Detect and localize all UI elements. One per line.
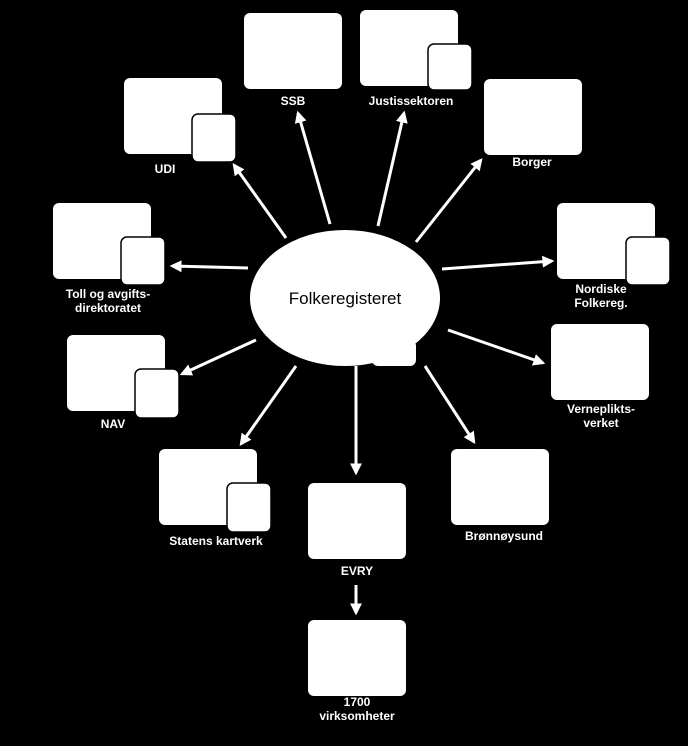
center-database-icon [372,340,416,366]
node-udi-label: UDI [155,162,176,176]
center-node: Folkeregisteret [250,230,440,366]
node-justissektoren-database-icon [427,43,473,91]
node-nav-database-icon [134,368,180,419]
node-nordiske-label-line1: Nordiske [575,282,627,296]
node-evry: EVRY [308,483,406,578]
arrow-to-nav [179,338,257,376]
node-verneplikt-label-line1: Verneplikts- [567,402,635,416]
node-nordiske: Nordiske Folkereg. [557,203,671,310]
node-toll: Toll og avgifts- direktoratet [53,203,166,315]
node-verneplikt-label-line2: verket [583,416,618,430]
node-bronnoysund-label: Brønnøysund [465,529,543,543]
node-verneplikt-box [551,324,649,400]
node-ssb: SSB [244,13,342,108]
arrows [169,110,555,616]
node-virksomheter-label-line1: 1700 [344,695,371,709]
node-toll-label-line2: direktoratet [75,301,141,315]
arrow-to-justissektoren [376,110,408,227]
node-toll-database-icon [120,236,166,286]
node-ssb-box [244,13,342,89]
node-udi-database-icon [191,113,237,163]
arrow-to-toll [169,260,249,273]
node-borger: Borger [484,79,582,169]
node-kartverk-label: Statens kartverk [169,534,263,548]
node-kartverk: Statens kartverk [159,449,272,548]
node-nav: NAV [67,335,180,431]
node-justissektoren: Justissektoren [360,10,473,108]
center-label: Folkeregisteret [289,289,402,308]
node-verneplikt: Verneplikts- verket [551,324,649,430]
node-evry-box [308,483,406,559]
arrow-to-bronnoysund [423,365,476,445]
arrow-to-nordiske [441,255,555,271]
node-justissektoren-label: Justissektoren [369,94,454,108]
node-virksomheter-label-line2: virksomheter [319,709,395,723]
node-udi: UDI [124,78,237,176]
node-nordiske-database-icon [625,236,671,286]
arrow-to-verneplikt [447,328,546,366]
node-borger-box [484,79,582,155]
center-ellipse [250,230,440,366]
node-nav-label: NAV [101,417,125,431]
node-ssb-label: SSB [281,94,306,108]
arrow-to-kartverk [239,365,298,446]
node-bronnoysund: Brønnøysund [451,449,549,543]
arrow-to-udi [232,163,288,239]
node-virksomheter: 1700 virksomheter [308,620,406,723]
node-virksomheter-box [308,620,406,696]
node-bronnoysund-box [451,449,549,525]
node-toll-label-line1: Toll og avgifts- [66,287,150,301]
arrow-to-ssb [294,110,332,225]
node-borger-label: Borger [512,155,552,169]
node-evry-label: EVRY [341,564,373,578]
node-nordiske-label-line2: Folkereg. [574,296,627,310]
node-kartverk-database-icon [226,482,272,533]
arrow-to-borger [414,158,483,243]
